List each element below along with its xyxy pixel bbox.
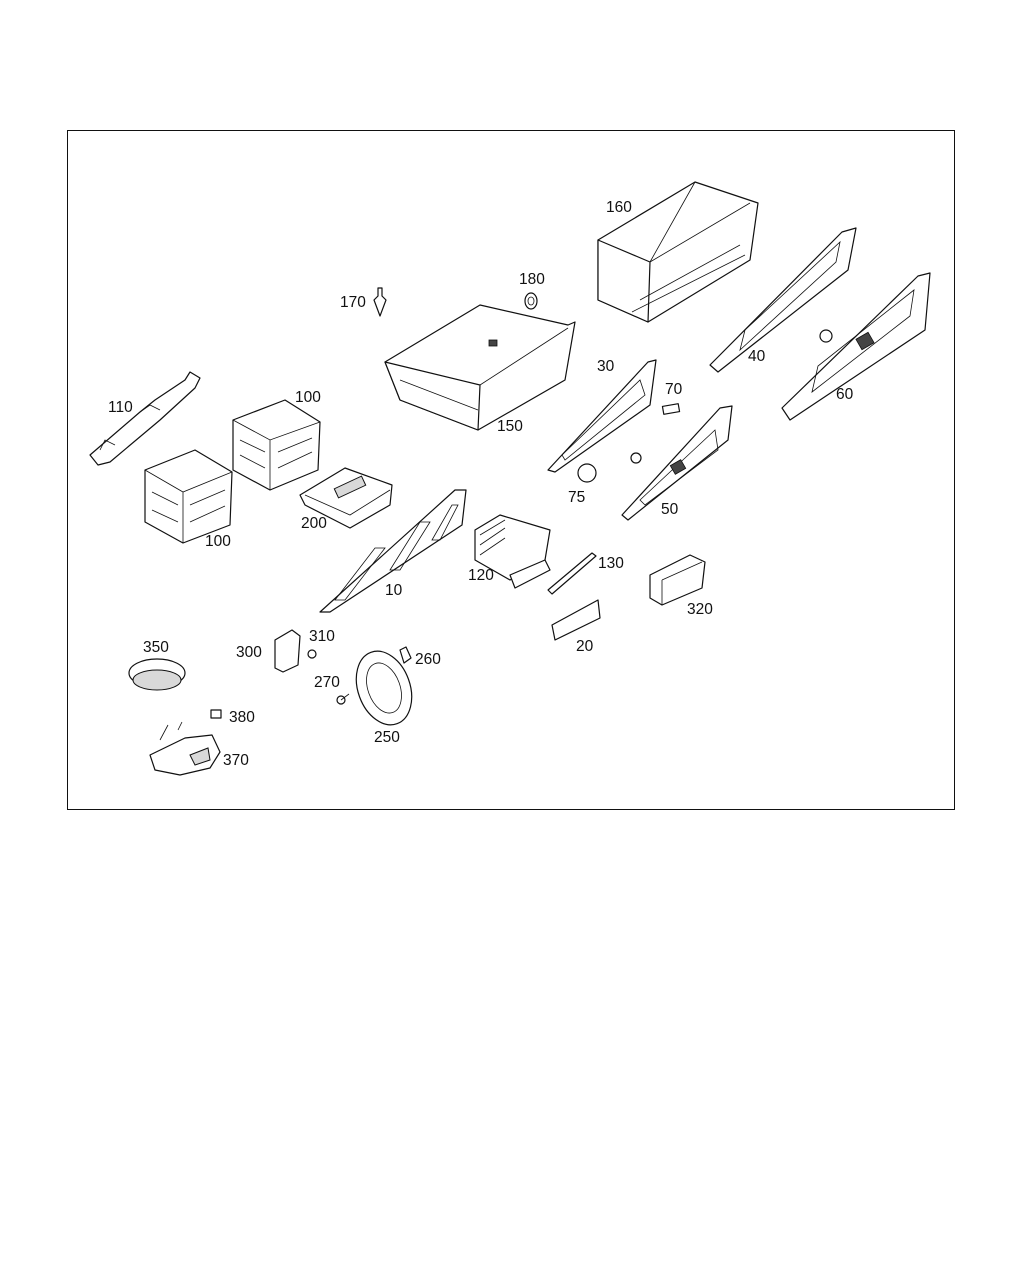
callout-200: 200 bbox=[301, 515, 327, 532]
callout-170: 170 bbox=[340, 294, 366, 311]
callout-75: 75 bbox=[568, 489, 585, 506]
part-180-ring[interactable] bbox=[524, 292, 538, 310]
part-160-glovebox-liner[interactable] bbox=[597, 181, 759, 323]
part-20-cover[interactable] bbox=[551, 599, 601, 641]
callout-60: 60 bbox=[836, 386, 854, 403]
callout-120: 120 bbox=[468, 567, 494, 584]
callout-250: 250 bbox=[374, 729, 400, 746]
part-200-housing[interactable] bbox=[299, 467, 393, 529]
callout-160: 160 bbox=[606, 199, 632, 216]
callout-320: 320 bbox=[687, 601, 713, 618]
part-320-switch[interactable] bbox=[649, 554, 706, 606]
part-100-lower-bracket[interactable] bbox=[144, 449, 233, 544]
part-10-trim-panel[interactable] bbox=[319, 489, 467, 613]
callout-380: 380 bbox=[229, 709, 255, 726]
part-120-vent[interactable] bbox=[474, 514, 551, 589]
callout-40: 40 bbox=[748, 348, 766, 365]
callout-350: 350 bbox=[143, 639, 169, 656]
callout-270: 270 bbox=[314, 674, 340, 691]
part-350-cap[interactable] bbox=[128, 658, 186, 691]
callout-50: 50 bbox=[661, 501, 679, 518]
part-100-upper-bracket[interactable] bbox=[232, 399, 321, 491]
callout-300: 300 bbox=[236, 644, 262, 661]
callout-20: 20 bbox=[576, 638, 594, 655]
callout-180: 180 bbox=[519, 271, 545, 288]
part-380-nut[interactable] bbox=[210, 709, 222, 719]
part-40-door-frame[interactable] bbox=[709, 227, 857, 373]
callout-260: 260 bbox=[415, 651, 441, 668]
part-170-clip[interactable] bbox=[373, 287, 387, 317]
callout-310: 310 bbox=[309, 628, 335, 645]
part-50-door[interactable] bbox=[621, 405, 733, 521]
part-270-screw[interactable] bbox=[336, 693, 350, 705]
part-60-door-panel[interactable] bbox=[781, 272, 931, 421]
callout-150: 150 bbox=[497, 418, 523, 435]
callout-10: 10 bbox=[385, 582, 403, 599]
callout-110: 110 bbox=[108, 399, 133, 416]
callout-100-lower: 100 bbox=[205, 533, 231, 550]
part-250-ring[interactable] bbox=[347, 643, 422, 732]
callout-130: 130 bbox=[598, 555, 624, 572]
callout-370: 370 bbox=[223, 752, 249, 769]
part-30-frame[interactable] bbox=[547, 359, 657, 473]
diagram-frame bbox=[67, 130, 955, 810]
part-110-bracket[interactable] bbox=[89, 371, 201, 466]
part-150-glovebox[interactable] bbox=[384, 304, 576, 431]
part-260-clip[interactable] bbox=[399, 646, 412, 664]
callout-70: 70 bbox=[665, 381, 683, 398]
callout-100-upper: 100 bbox=[295, 389, 321, 406]
part-70-pad[interactable] bbox=[661, 403, 681, 415]
part-130-strip[interactable] bbox=[547, 552, 597, 595]
part-310-screw[interactable] bbox=[307, 649, 317, 659]
part-300-bracket[interactable] bbox=[274, 629, 301, 673]
part-75-disc[interactable] bbox=[577, 463, 597, 483]
part-370-tray[interactable] bbox=[149, 721, 221, 776]
callout-30: 30 bbox=[597, 358, 615, 375]
